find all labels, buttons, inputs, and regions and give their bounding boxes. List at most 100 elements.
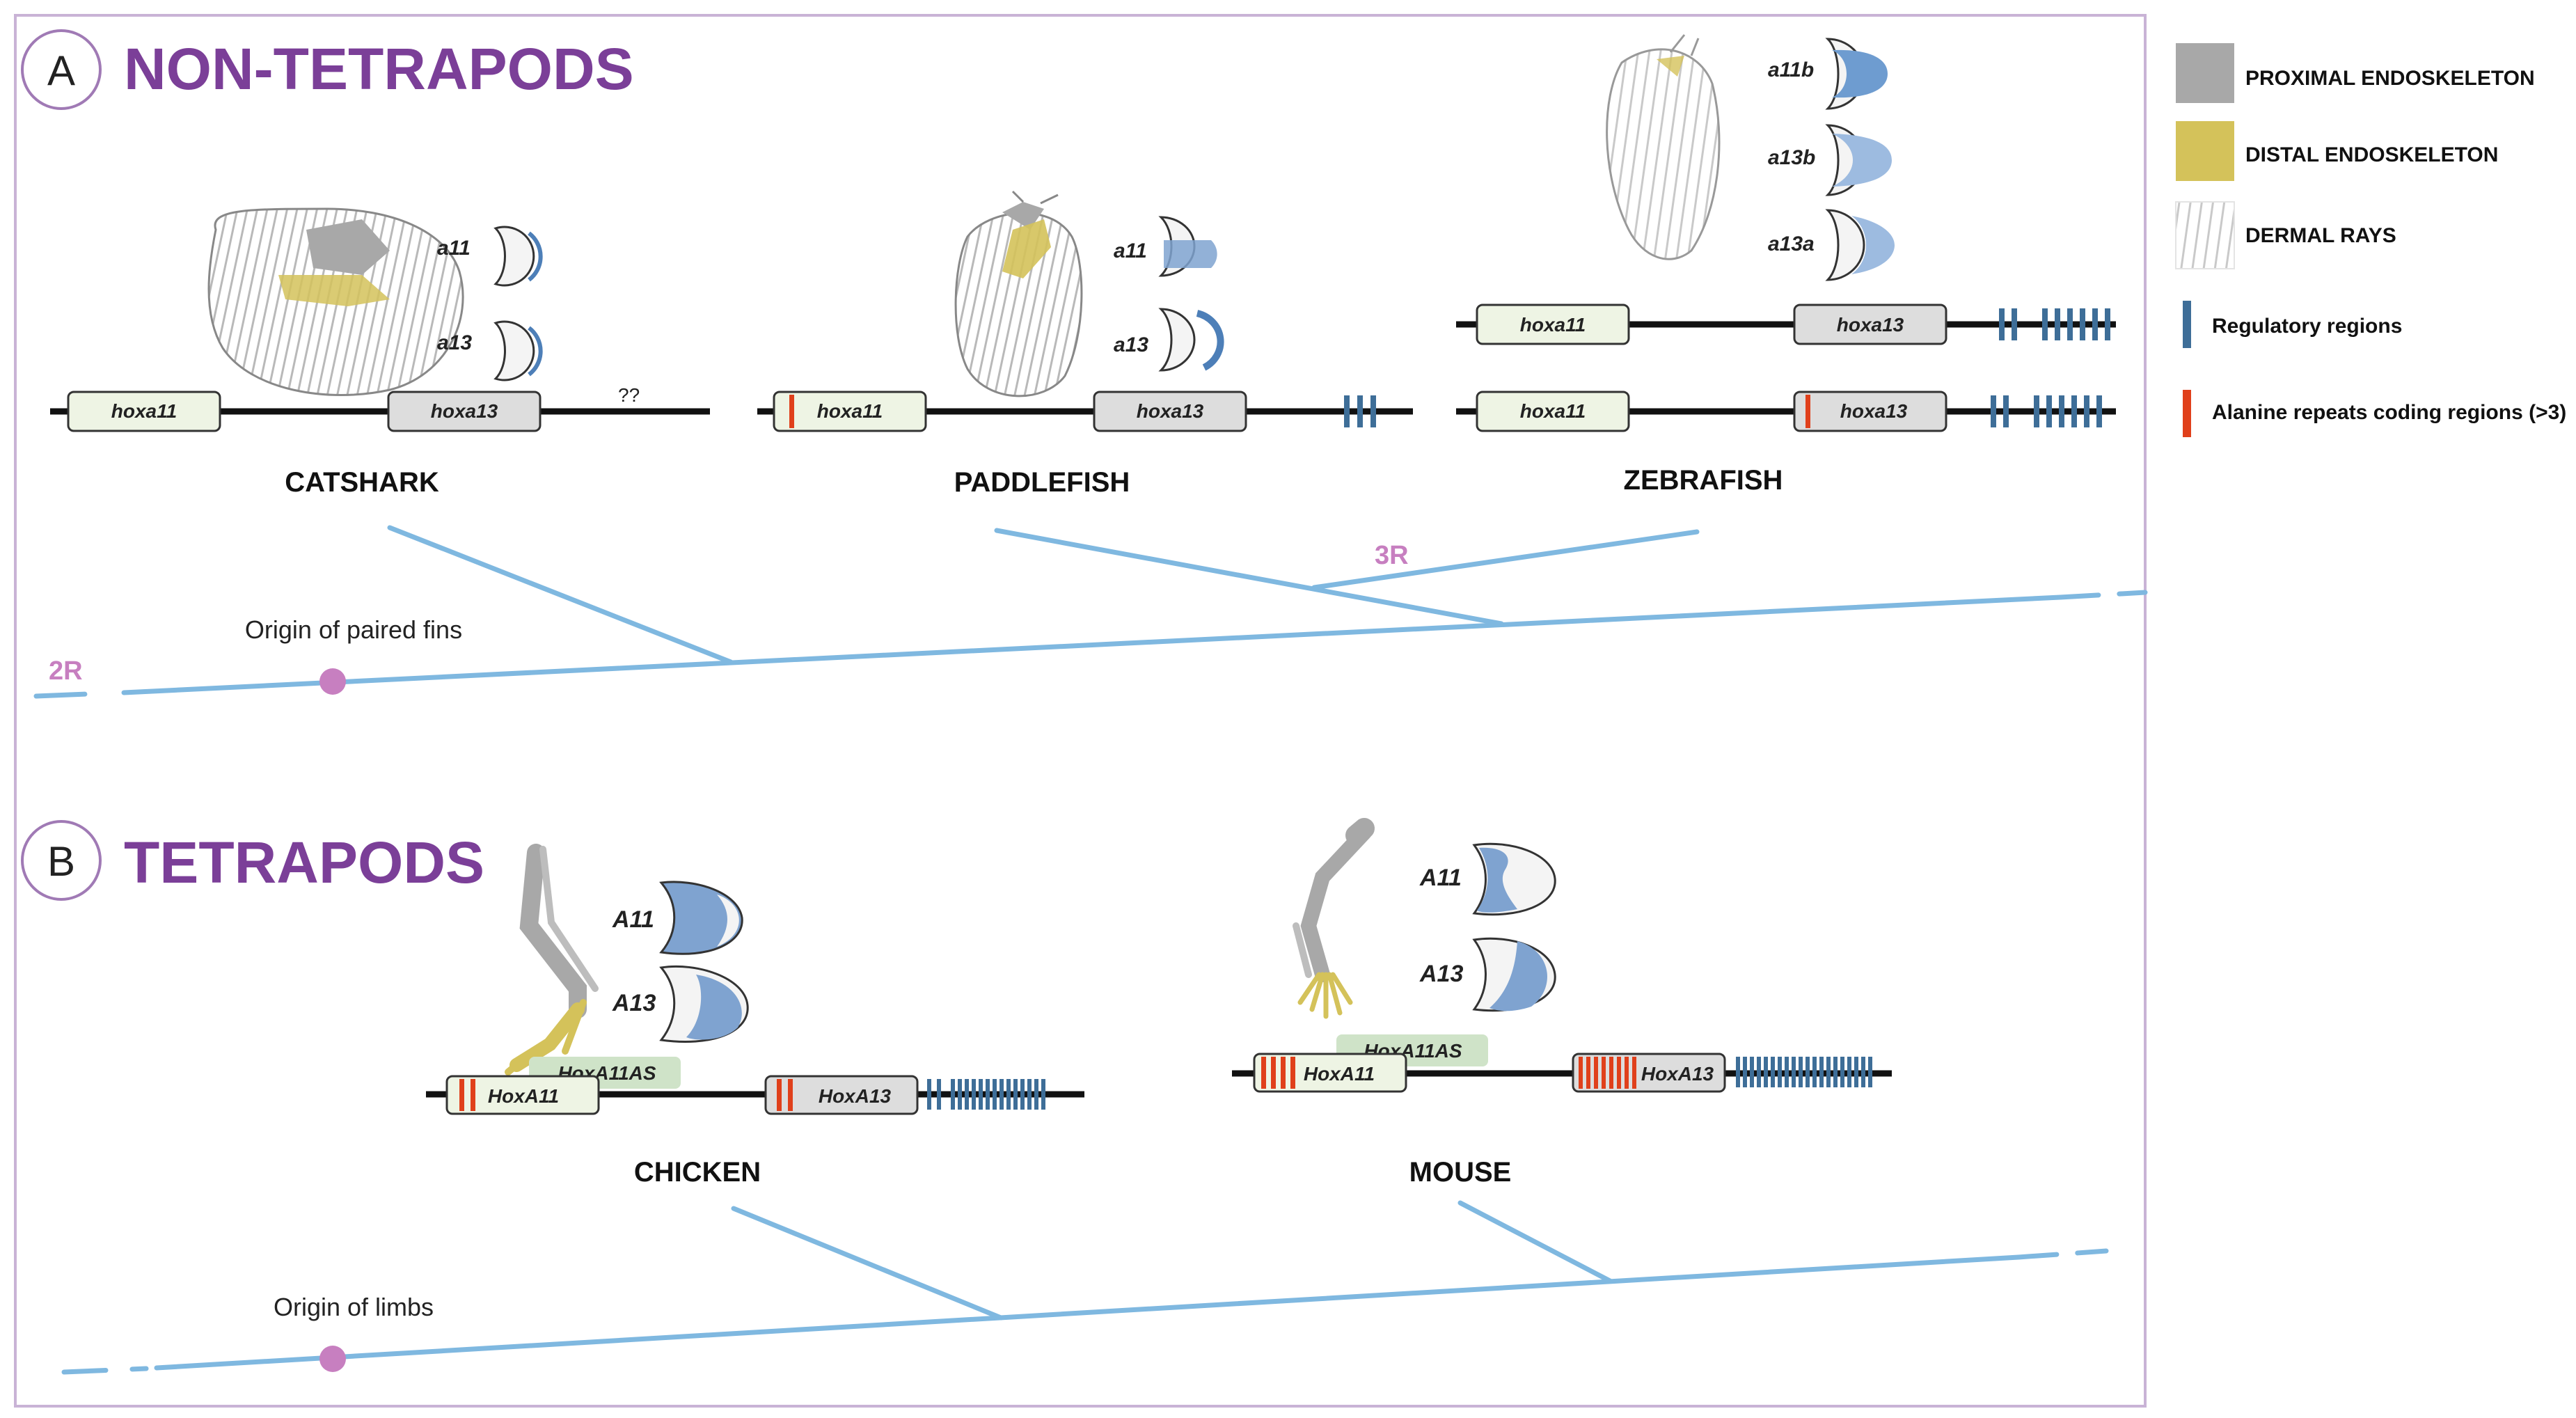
catshark-locus: hoxa11 hoxa13 ?? [50,384,710,432]
catshark-bud-a11 [493,226,535,287]
mouse-locus: HoxA11AS HoxA11 HoxA13 [1232,1034,1892,1093]
catshark-expr-a13: a13 [437,331,472,354]
mouse-regulatory-regions [1736,1057,1872,1087]
catshark-hoxa11-box [67,391,221,432]
regulatory-tick [1854,1057,1858,1087]
catshark-label: CATSHARK [285,467,439,498]
regulatory-tick [1861,1057,1865,1087]
zebrafish-expr-a13a: a13a [1768,233,1815,255]
mouse-expression: A11 A13 [1419,842,1556,1012]
zebrafish-top-hoxa11-label: hoxa11 [1520,314,1586,336]
zebrafish-expr-a13b: a13b [1768,146,1815,169]
chicken-hoxa11-alanine [459,1079,475,1111]
mouse-hoxa11-alanine [1261,1057,1295,1089]
paddlefish-fin-drawing [954,190,1083,397]
zebrafish-top-hoxa11-box [1476,304,1630,345]
zebrafish-bottom-hoxa13-label: hoxa13 [1840,400,1908,422]
zebrafish-top-regulatory-regions [1999,308,2110,340]
regulatory-tick [1041,1079,1045,1110]
regulatory-tick [1812,1057,1817,1087]
paddlefish-locus: hoxa11 hoxa13 [757,391,1413,432]
origin-paired-fins-node [319,668,346,695]
regulatory-tick [1805,1057,1810,1087]
chicken-label: CHICKEN [634,1157,761,1188]
paddlefish-hoxa11-label: hoxa11 [817,400,883,422]
chicken-hoxa11-box [445,1075,600,1115]
regulatory-tick [1819,1057,1824,1087]
duplication-2r-label: 2R [49,656,83,686]
mouse-hoxa13-alanine [1579,1057,1636,1089]
legend-dermal-label: DERMAL RAYS [2245,224,2396,247]
regulatory-tick [1771,1057,1775,1087]
paddlefish-label: PADDLEFISH [954,467,1130,498]
origin-paired-fins-label: Origin of paired fins [245,615,462,644]
paddlefish-expr-a11: a11 [1114,239,1147,262]
zebrafish-fin-drawing [1606,34,1721,260]
legend-dermal-swatch [2175,201,2235,269]
zebrafish-bottom-hoxa13-alanine [1805,395,1810,428]
catshark-fin-drawing [207,207,464,396]
regulatory-tick [1833,1057,1838,1087]
chicken-regulatory-regions [927,1079,1045,1110]
catshark-expr-a11: a11 [437,237,471,260]
legend: PROXIMAL ENDOSKELETON DISTAL ENDOSKELETO… [2175,43,2566,437]
panel-b-tree [61,1200,2109,1375]
zebrafish-top-hoxa13-box [1793,304,1947,345]
catshark-hoxa13-box [387,391,542,432]
regulatory-tick [1006,1079,1011,1110]
zebrafish-label: ZEBRAFISH [1624,465,1783,496]
paddlefish-hoxa13-label: hoxa13 [1137,400,1204,422]
legend-proximal-swatch [2176,43,2234,103]
catshark-unknown-regulatory: ?? [618,384,640,406]
regulatory-tick [993,1079,997,1110]
regulatory-tick [1736,1057,1740,1087]
chicken-hoxa13-label: HoxA13 [819,1085,892,1107]
legend-distal-label: DISTAL ENDOSKELETON [2245,143,2498,166]
panel-b-title: TETRAPODS [124,830,484,895]
regulatory-tick [979,1079,983,1110]
duplication-3r-label: 3R [1375,541,1409,570]
regulatory-tick [958,1079,962,1110]
zebrafish-bottom-hoxa11-label: hoxa11 [1520,400,1586,422]
regulatory-tick [1826,1057,1831,1087]
chicken-hoxa13-box [764,1075,919,1115]
mouse-limb-drawing [1293,818,1375,1019]
mouse-label: MOUSE [1409,1157,1512,1188]
catshark-hoxa13-label: hoxa13 [431,400,498,422]
panel-frame [14,14,2147,1408]
regulatory-tick [1778,1057,1782,1087]
paddlefish-expression: a11 a13 [1114,216,1224,372]
paddlefish-expr-a13: a13 [1114,333,1148,356]
chicken-expr-a13: A13 [612,990,656,1016]
legend-regulatory-icon [2183,301,2191,348]
mouse-expr-a13: A13 [1419,961,1463,987]
regulatory-tick [965,1079,969,1110]
chicken-hoxa11-label: HoxA11 [488,1085,559,1107]
panel-b: B TETRAPODS A11 A13 HoxA11AS HoxA1 [21,818,2109,1375]
chicken-expression: A11 A13 [612,881,749,1043]
catshark-hoxa11-label: hoxa11 [111,400,177,422]
legend-regulatory-label: Regulatory regions [2212,315,2402,338]
regulatory-tick [1750,1057,1754,1087]
paddlefish-bud-a13 [1158,308,1196,372]
regulatory-tick [1757,1057,1761,1087]
chicken-hoxa13-alanine [777,1079,793,1111]
legend-alanine-icon [2183,390,2191,437]
paddlefish-regulatory-regions [1344,395,1376,427]
regulatory-tick [972,1079,976,1110]
zebrafish-bud-a13a [1825,209,1865,281]
origin-limbs-label: Origin of limbs [274,1293,434,1321]
regulatory-tick [1743,1057,1747,1087]
zebrafish-bottom-hoxa13-box [1793,391,1947,432]
panel-a-title: NON-TETRAPODS [124,36,634,102]
regulatory-tick [999,1079,1004,1110]
regulatory-tick [1868,1057,1872,1087]
legend-distal-swatch [2176,121,2234,181]
regulatory-tick [1799,1057,1803,1087]
zebrafish-locus-top: hoxa11 hoxa13 [1456,304,2116,345]
chicken-expr-a11: A11 [612,906,654,933]
zebrafish-locus-bottom: hoxa11 hoxa13 [1456,391,2116,432]
regulatory-tick [1840,1057,1844,1087]
regulatory-tick [986,1079,990,1110]
zebrafish-bottom-regulatory-regions [1991,395,2102,427]
